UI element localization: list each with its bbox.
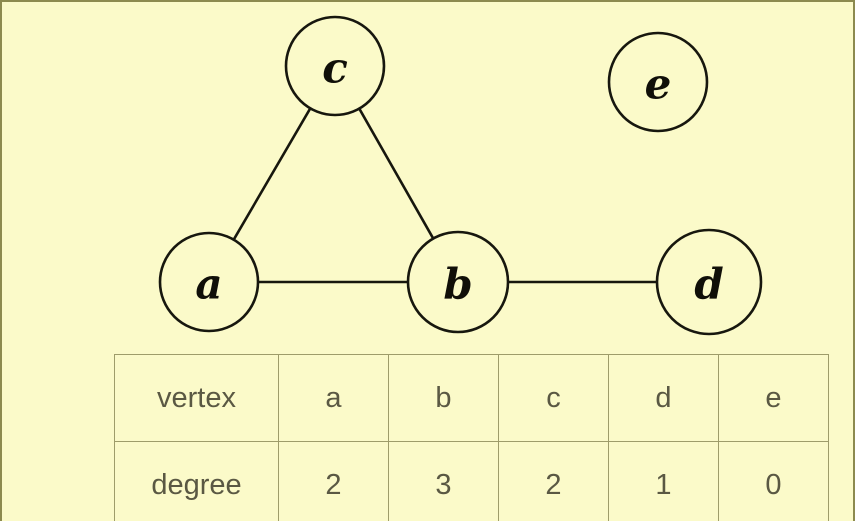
graph-node-c[interactable]: c xyxy=(284,15,386,117)
table-cell-r0-c2: c xyxy=(498,354,609,442)
graph-node-circle-d[interactable] xyxy=(655,228,763,336)
graph-edge-a-c xyxy=(232,107,312,241)
table-cell-r0-c4: e xyxy=(718,354,829,442)
graph-node-label-b: b xyxy=(443,260,472,309)
graph-node-e[interactable]: e xyxy=(607,31,709,133)
graph-node-label-d: d xyxy=(694,260,723,309)
graph-node-label-a: a xyxy=(195,260,222,309)
graph-node-d[interactable]: d xyxy=(655,228,763,336)
table-cell-r0-c3: d xyxy=(608,354,719,442)
table-cell-r1-c3: 1 xyxy=(608,441,719,521)
graph-edge-c-b xyxy=(357,107,435,240)
edge-layer xyxy=(232,107,659,284)
graph-node-a[interactable]: a xyxy=(158,231,260,333)
table-row-header-degree: degree xyxy=(114,441,279,521)
table-cell-r1-c1: 3 xyxy=(388,441,499,521)
graph-node-label-c: c xyxy=(322,44,348,93)
table-cell-r0-c0: a xyxy=(278,354,389,442)
table-cell-r0-c1: b xyxy=(388,354,499,442)
table-row-header-vertex: vertex xyxy=(114,354,279,442)
graph-node-circle-c[interactable] xyxy=(284,15,386,117)
graph-node-label-e: e xyxy=(645,60,672,109)
node-layer: c e a b d xyxy=(158,15,763,336)
table-cell-r1-c4: 0 xyxy=(718,441,829,521)
graph-node-b[interactable]: b xyxy=(406,230,510,334)
graph-diagram: c e a b d xyxy=(158,15,763,336)
table-cell-r1-c0: 2 xyxy=(278,441,389,521)
table-cell-r1-c2: 2 xyxy=(498,441,609,521)
graph-node-circle-a[interactable] xyxy=(158,231,260,333)
graph-node-circle-e[interactable] xyxy=(607,31,709,133)
graph-node-circle-b[interactable] xyxy=(406,230,510,334)
